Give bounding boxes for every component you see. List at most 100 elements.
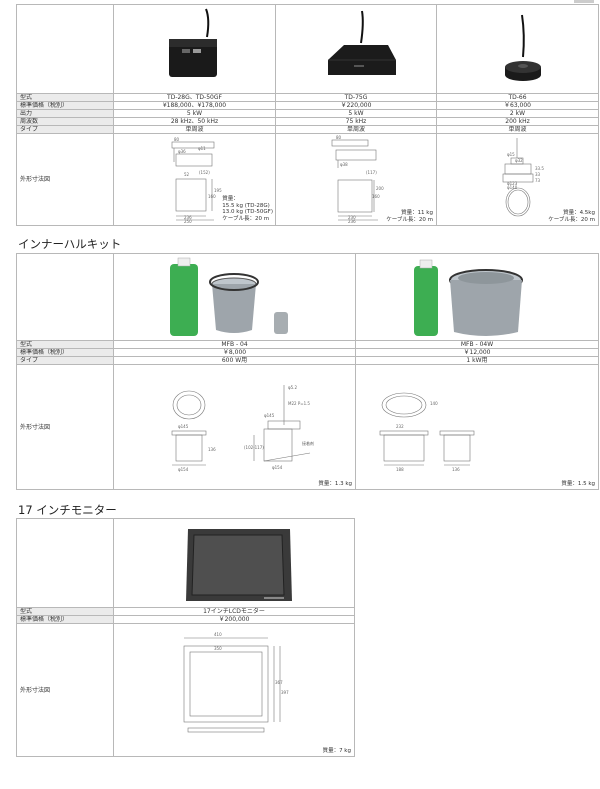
mfb04-image	[113, 253, 356, 341]
svg-text:33.5: 33.5	[535, 166, 544, 171]
svg-text:(102-117): (102-117)	[244, 445, 264, 450]
svg-text:φ15: φ15	[507, 152, 515, 157]
svg-text:φ145: φ145	[264, 413, 275, 418]
td28g-power: 5 kW	[113, 109, 276, 118]
svg-text:φ36: φ36	[178, 149, 186, 154]
monitor-price: ￥200,000	[113, 615, 355, 624]
svg-text:φ123: φ123	[507, 181, 518, 186]
label-power: 出力	[16, 109, 114, 118]
td66-weight: 質量：4.5kg	[563, 210, 595, 216]
td28g-cable: ケーブル長：20 m	[222, 215, 270, 222]
td28g-model: TD-28G、TD-50GF	[113, 93, 276, 102]
mfb04w-weight: 質量：1.5 kg	[561, 480, 595, 487]
innerhull-section-title: インナーハルキット	[18, 237, 122, 251]
svg-text:367: 367	[275, 680, 283, 685]
td66-dimension-drawing: φ15 φ32 φ123 φ140 33.5 33 73 質量：4.5kg ケー…	[436, 133, 599, 226]
svg-text:73: 73	[535, 178, 541, 183]
td66-power: 2 kW	[436, 109, 599, 118]
svg-text:397: 397	[281, 690, 289, 695]
svg-text:φ38: φ38	[340, 162, 348, 167]
ihk-label-model: 型式	[16, 340, 114, 349]
svg-text:φ154: φ154	[272, 465, 283, 470]
svg-text:410: 410	[214, 632, 222, 637]
svg-text:140: 140	[430, 401, 438, 406]
monitor-image	[113, 518, 355, 608]
mon-label-price: 標準価格（税別）	[16, 615, 114, 624]
mfb04-dimension-drawing: φ145 φ154 136 φ5.2 φ145 M22 P=1.5 φ154 接…	[113, 364, 356, 490]
mfb04w-image	[355, 253, 599, 341]
mon-label-model: 型式	[16, 607, 114, 616]
td66-type: 単周波	[436, 125, 599, 134]
svg-text:200: 200	[376, 186, 384, 191]
mfb04w-dimension-drawing: 232 140 188 136 質量：1.5 kg	[355, 364, 599, 490]
monitor-section-title: 17 インチモニター	[18, 503, 117, 517]
td75g-power: 5 kW	[275, 109, 437, 118]
svg-text:350: 350	[214, 646, 222, 651]
td75g-type: 単周波	[275, 125, 437, 134]
svg-text:236: 236	[348, 219, 356, 224]
ihk-label-type: タイプ	[16, 356, 114, 365]
mfb04-price: ￥8,000	[113, 348, 356, 357]
mfb04w-model: MFB - 04W	[355, 340, 599, 349]
svg-text:160: 160	[372, 194, 380, 199]
svg-text:33: 33	[535, 172, 541, 177]
td28g-freq: 28 kHz、50 kHz	[113, 117, 276, 126]
td28g-weight-1: 15.5 kg (TD-28G)	[222, 202, 270, 209]
svg-text:M22 P=1.5: M22 P=1.5	[288, 401, 310, 406]
td28g-price: ¥188,000、¥178,000	[113, 101, 276, 110]
td66-cable: ケーブル長：20 m	[548, 216, 595, 223]
svg-text:φ154: φ154	[178, 467, 189, 472]
svg-text:52: 52	[184, 172, 190, 177]
td75g-image	[275, 4, 437, 94]
td75g-price: ￥220,000	[275, 101, 437, 110]
mfb04-type: 600 W用	[113, 356, 356, 365]
td28g-image	[113, 4, 276, 94]
svg-text:188: 188	[396, 467, 404, 472]
label-price: 標準価格（税別）	[16, 101, 114, 110]
svg-text:80: 80	[174, 137, 180, 142]
td75g-dimension-drawing: 80 φ38 230 236 (117) 160 200 質量：11 kg ケー…	[275, 133, 437, 226]
td66-model: TD-66	[436, 93, 599, 102]
svg-text:195: 195	[214, 188, 222, 193]
svg-text:236: 236	[184, 215, 192, 220]
svg-text:232: 232	[396, 424, 404, 429]
td28g-weight-2: 13.0 kg (TD-50GF)	[222, 209, 273, 215]
label-model: 型式	[16, 93, 114, 102]
td66-freq: 200 kHz	[436, 117, 599, 126]
td75g-freq: 75 kHz	[275, 117, 437, 126]
label-type: タイプ	[16, 125, 114, 134]
page-corner-mark	[574, 0, 594, 3]
mfb04-weight: 質量：1.3 kg	[318, 480, 352, 487]
svg-text:136: 136	[208, 447, 216, 452]
td75g-cable: ケーブル長：20 m	[386, 216, 433, 223]
monitor-dimension-drawing: 410 350 367 397 質量：7 kg	[113, 623, 355, 757]
svg-text:250: 250	[184, 219, 192, 224]
svg-text:160: 160	[208, 194, 216, 199]
mfb04w-type: 1 kW用	[355, 356, 599, 365]
svg-text:φ140: φ140	[507, 185, 518, 190]
ihk-label-dimensions: 外形寸法図	[16, 364, 114, 490]
svg-text:接着剤: 接着剤	[302, 440, 314, 446]
label-dimensions: 外形寸法図	[16, 133, 114, 226]
svg-text:136: 136	[452, 467, 460, 472]
svg-text:80: 80	[336, 135, 342, 140]
ihk-label-price: 標準価格（税別）	[16, 348, 114, 357]
transducer-spec-table: 型式 TD-28G、TD-50GF TD-75G TD-66 標準価格（税別） …	[16, 4, 599, 226]
svg-text:(117): (117)	[366, 170, 377, 175]
svg-text:φ5.2: φ5.2	[288, 385, 297, 390]
td75g-weight: 質量：11 kg	[401, 210, 433, 216]
mon-label-dimensions: 外形寸法図	[16, 623, 114, 757]
td66-price: ￥63,000	[436, 101, 599, 110]
td75g-model: TD-75G	[275, 93, 437, 102]
svg-text:230: 230	[348, 215, 356, 220]
td28g-dimension-drawing: 80 φ11 φ36 52 236 250 (152) 160 195 質量： …	[113, 133, 276, 226]
label-frequency: 周波数	[16, 117, 114, 126]
td28g-type: 単周波	[113, 125, 276, 134]
svg-text:φ32: φ32	[515, 158, 523, 163]
monitor-weight: 質量：7 kg	[322, 747, 351, 754]
innerhull-spec-table: 型式 MFB - 04 MFB - 04W 標準価格（税別） ￥8,000 ￥1…	[16, 253, 599, 490]
mfb04w-price: ￥12,000	[355, 348, 599, 357]
monitor-model: 17インチLCDモニター	[113, 607, 355, 616]
svg-text:(152): (152)	[199, 170, 210, 175]
td28g-weight-label: 質量：	[222, 196, 239, 202]
